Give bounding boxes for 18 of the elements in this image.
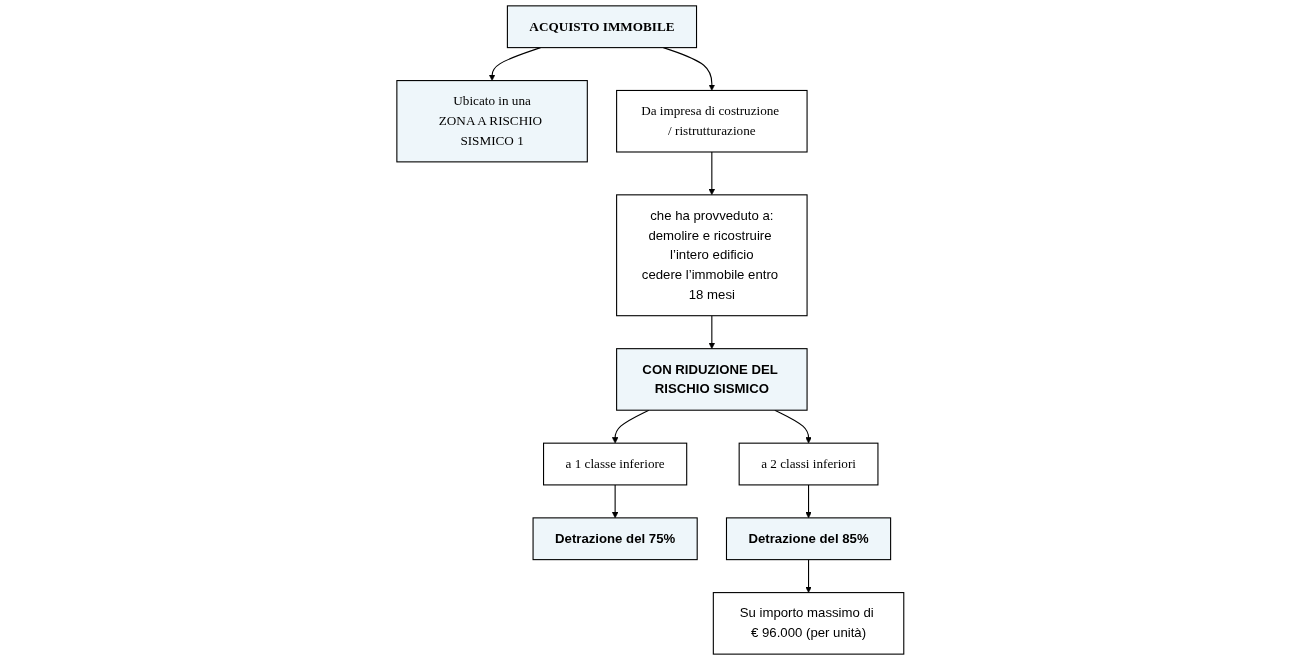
node-box: Da impresa di costruzione / ristrutturazione: [615, 89, 808, 153]
arrow: [805, 484, 812, 519]
node-box: ACQUISTO IMMOBILE: [506, 5, 697, 49]
arrow: [611, 409, 650, 444]
node-box: a 2 classi inferiori: [738, 442, 879, 486]
arrow: [488, 47, 541, 81]
node-box: CON RIDUZIONE DEL RISCHIO SISMICO: [615, 348, 808, 411]
node-box: Ubicato in una ZONA A RISCHIO SISMICO 1: [396, 80, 588, 163]
node-box: Detrazione del 85%: [725, 517, 891, 561]
arrow: [708, 151, 715, 196]
node-box: a 1 classe inferiore: [542, 442, 687, 486]
node-box: Su importo massimo di € 96.000 (per unità): [712, 592, 904, 655]
arrow: [611, 484, 618, 519]
node-box: che ha provveduto a: demolire e ricostruire l’intero edificio cedere l’immobile entro 18 mesi: [615, 194, 808, 317]
arrow: [708, 315, 715, 349]
arrow: [662, 47, 715, 91]
node-box: Detrazione del 75%: [532, 517, 698, 561]
arrow: [805, 559, 812, 593]
